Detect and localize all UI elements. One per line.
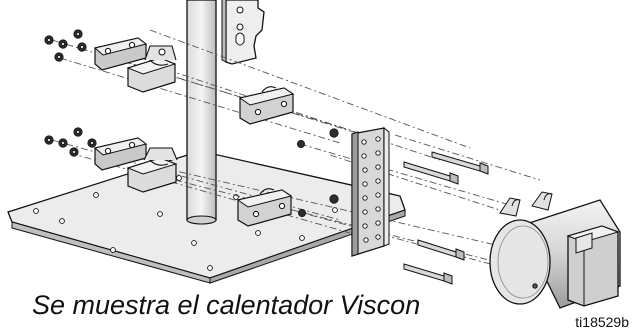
clamp-block-upper bbox=[238, 86, 295, 125]
bracket-plate bbox=[221, 0, 265, 65]
bolts bbox=[403, 151, 489, 285]
nuts-lower bbox=[44, 127, 97, 157]
figure-id: ti18529b bbox=[575, 314, 629, 330]
figure-caption: Se muestra el calentador Viscon bbox=[32, 290, 421, 320]
nuts-upper bbox=[44, 29, 87, 62]
clamp-strap-upper bbox=[93, 37, 148, 71]
vertical-mounting-pole bbox=[186, 0, 217, 225]
mounting-plate bbox=[351, 126, 390, 257]
viscon-heater bbox=[489, 191, 621, 309]
clamp-strap-lower bbox=[93, 137, 148, 171]
nuts-plate bbox=[296, 128, 339, 217]
pipe-clamp-lower bbox=[126, 147, 178, 193]
clamp-block-lower bbox=[236, 188, 293, 227]
pipe-clamp-upper bbox=[126, 45, 177, 93]
